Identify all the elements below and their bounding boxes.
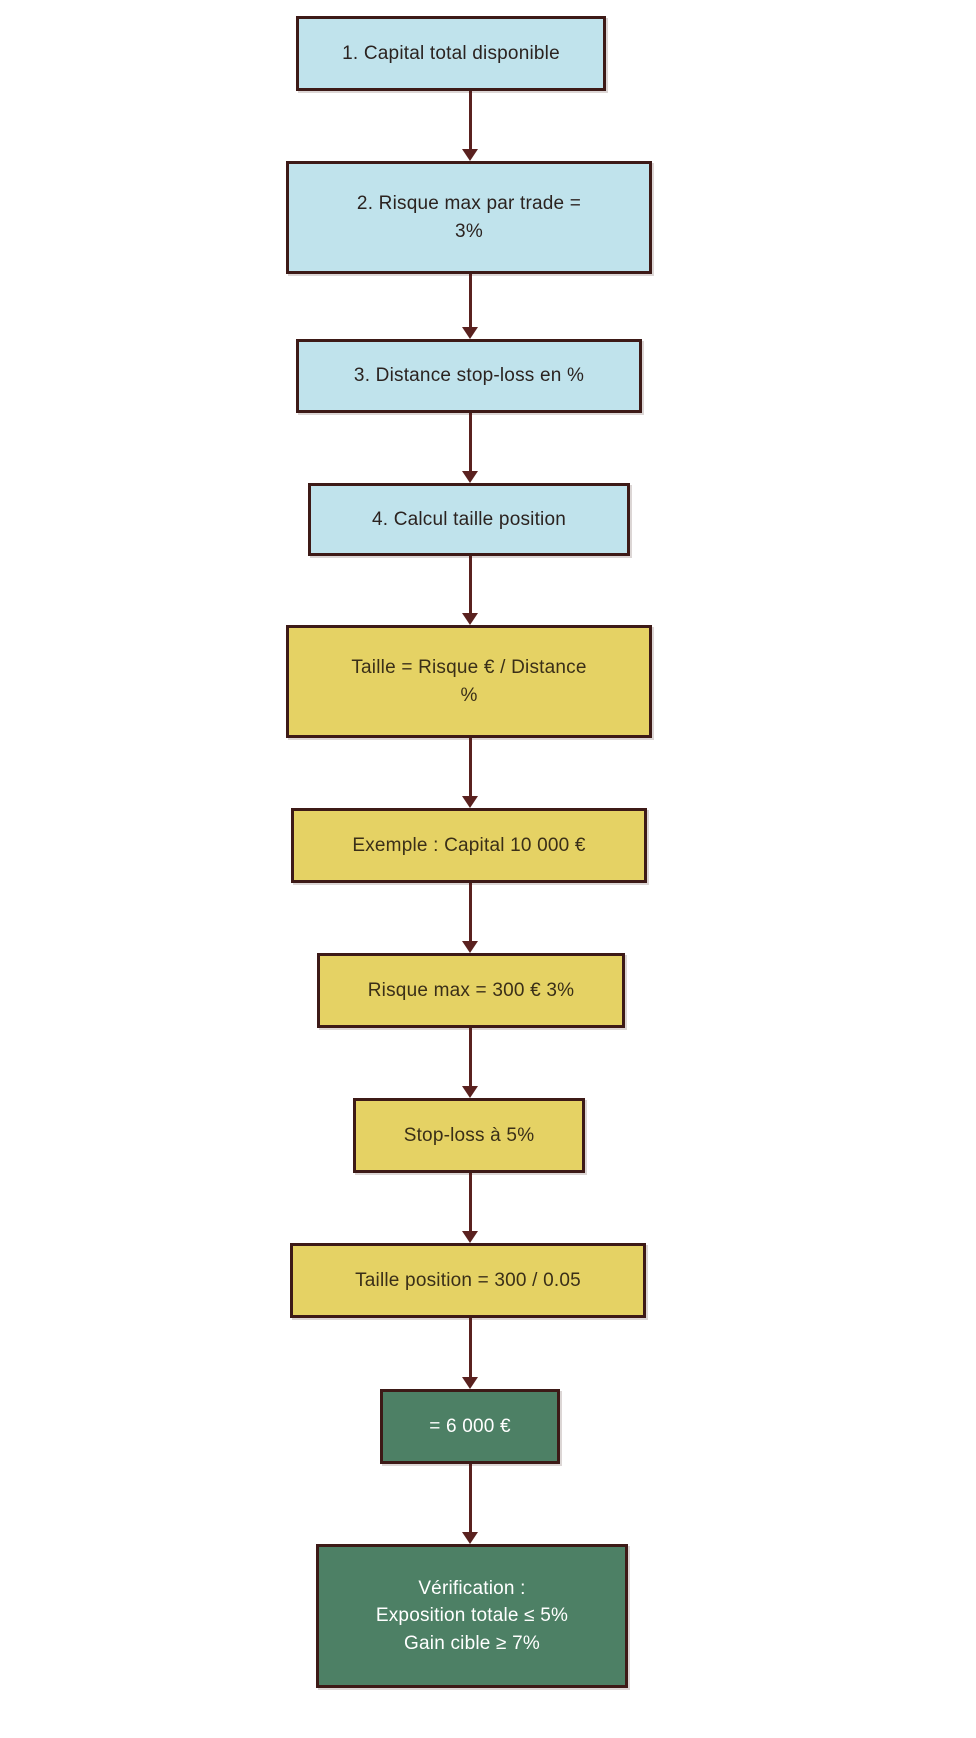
node-label: 4. Calcul taille position (371, 508, 567, 530)
flowchart-node-node-6: Exemple : Capital 10 000 € (291, 808, 647, 883)
arrowhead-node-5-to-node-6 (462, 796, 478, 808)
node-label: Taille position = 300 / 0.05 (355, 1269, 581, 1291)
arrowhead-node-7-to-node-8 (462, 1086, 478, 1098)
connector-node-5-to-node-6 (469, 738, 472, 798)
node-label: Vérification : Exposition totale ≤ 5% Ga… (375, 1577, 569, 1654)
arrowhead-node-6-to-node-7 (462, 941, 478, 953)
node-label: = 6 000 € (429, 1415, 511, 1437)
connector-node-7-to-node-8 (469, 1028, 472, 1088)
flowchart-node-node-2: 2. Risque max par trade = 3% (286, 161, 652, 274)
connector-node-4-to-node-5 (469, 556, 472, 615)
arrowhead-node-9-to-node-10 (462, 1377, 478, 1389)
arrowhead-node-3-to-node-4 (462, 471, 478, 483)
node-label: 3. Distance stop-loss en % (353, 365, 585, 387)
connector-node-6-to-node-7 (469, 883, 472, 943)
node-label: Risque max = 300 € 3% (367, 979, 575, 1001)
flowchart-node-node-11: Vérification : Exposition totale ≤ 5% Ga… (316, 1544, 628, 1688)
flowchart-node-node-5: Taille = Risque € / Distance % (286, 625, 652, 738)
arrowhead-node-4-to-node-5 (462, 613, 478, 625)
arrowhead-node-1-to-node-2 (462, 149, 478, 161)
connector-node-8-to-node-9 (469, 1173, 472, 1233)
flowchart-node-node-7: Risque max = 300 € 3% (317, 953, 625, 1028)
connector-node-2-to-node-3 (469, 274, 472, 329)
arrowhead-node-8-to-node-9 (462, 1231, 478, 1243)
node-label: 2. Risque max par trade = 3% (356, 192, 582, 242)
flowchart-node-node-8: Stop-loss à 5% (353, 1098, 585, 1173)
flowchart-node-node-1: 1. Capital total disponible (296, 16, 606, 91)
flowchart-node-node-9: Taille position = 300 / 0.05 (290, 1243, 646, 1318)
connector-node-3-to-node-4 (469, 413, 472, 473)
arrowhead-node-10-to-node-11 (462, 1532, 478, 1544)
connector-node-10-to-node-11 (469, 1464, 472, 1534)
connector-node-1-to-node-2 (469, 91, 472, 151)
arrowhead-node-2-to-node-3 (462, 327, 478, 339)
node-label: Stop-loss à 5% (403, 1124, 535, 1146)
flowchart-node-node-10: = 6 000 € (380, 1389, 560, 1464)
node-label: Taille = Risque € / Distance % (351, 656, 587, 706)
flowchart-node-node-3: 3. Distance stop-loss en % (296, 339, 642, 413)
connector-node-9-to-node-10 (469, 1318, 472, 1379)
node-label: Exemple : Capital 10 000 € (352, 834, 586, 856)
node-label: 1. Capital total disponible (342, 42, 560, 64)
flowchart-node-node-4: 4. Calcul taille position (308, 483, 630, 556)
